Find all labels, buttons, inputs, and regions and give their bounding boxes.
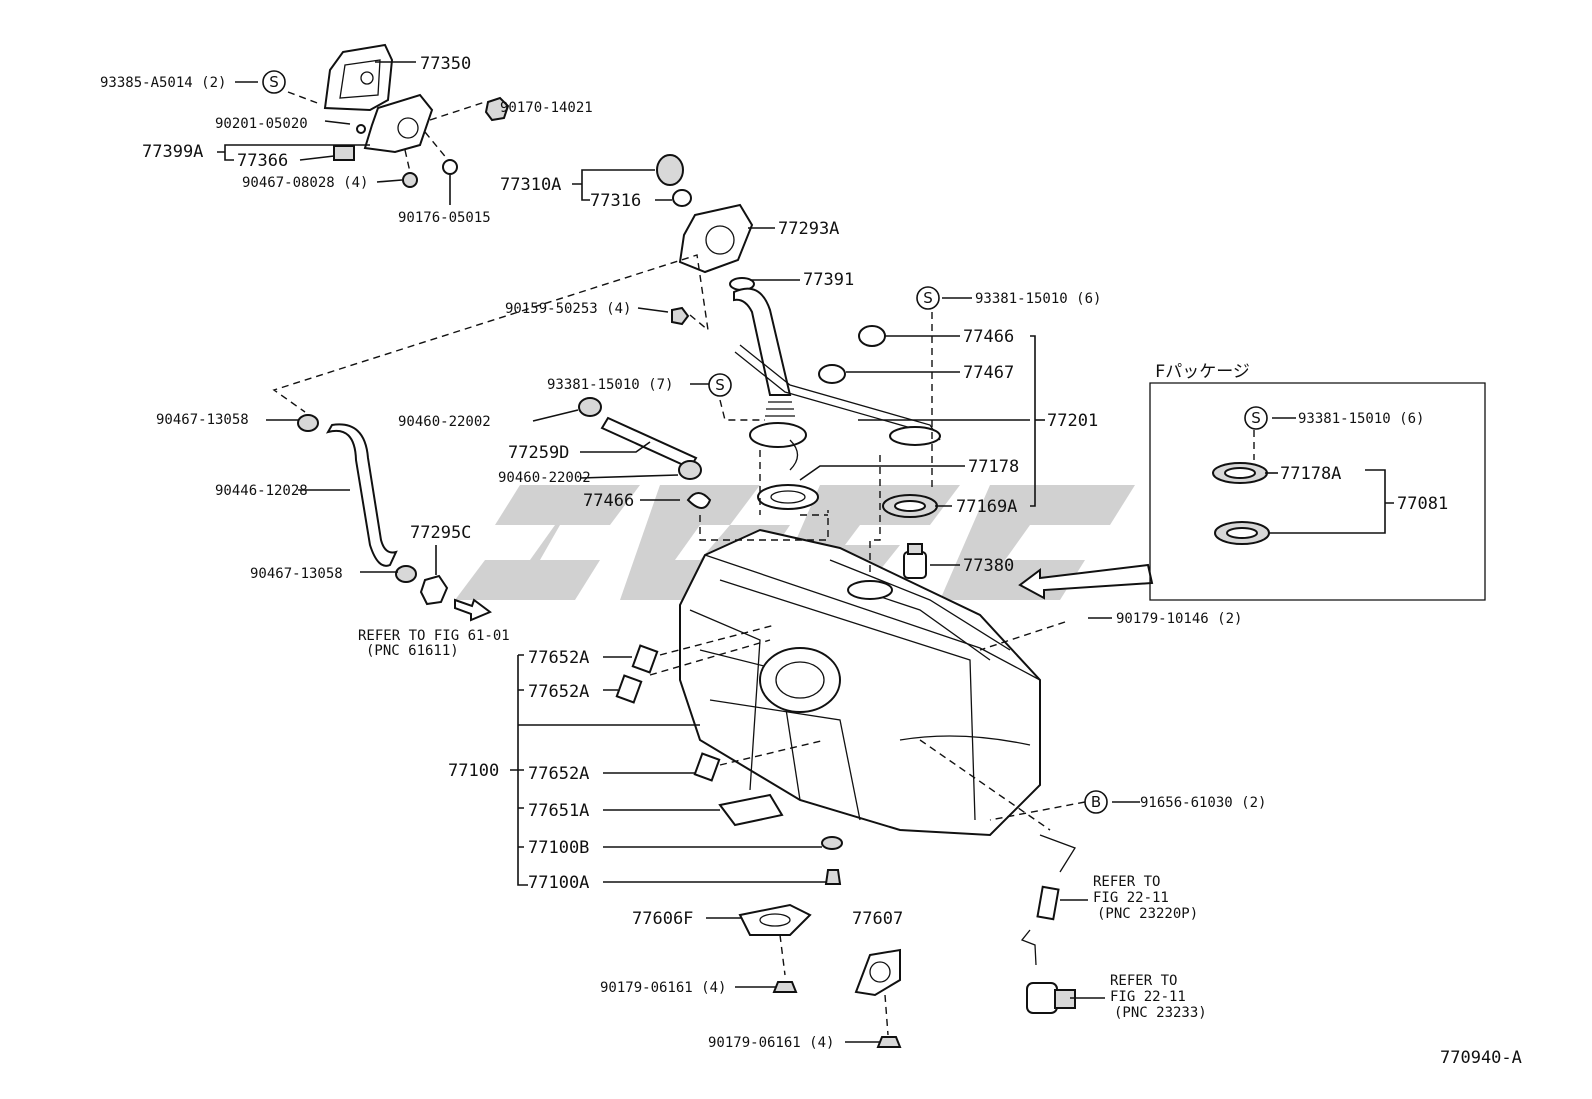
label-90201: 90201-05020 — [215, 116, 308, 132]
badge-s-2: S — [916, 286, 940, 310]
badge-s-1: S — [262, 70, 286, 94]
label-77201: 77201 — [1047, 411, 1098, 431]
label-77652A-2: 77652A — [528, 682, 589, 702]
grommets-77466-77467 — [686, 325, 886, 509]
package-parts — [1212, 462, 1270, 545]
tank-pads-77652A — [615, 644, 843, 885]
label-90170: 90170-14021 — [500, 100, 593, 116]
badge-b: B — [1084, 790, 1108, 814]
label-77293A: 77293A — [778, 219, 839, 239]
leader-lines — [217, 61, 1486, 1043]
label-90179-06161-b: 90179-06161 (4) — [708, 1035, 834, 1051]
label-90460-a: 90460-22002 — [398, 414, 491, 430]
figure-code: 770940-A — [1440, 1048, 1522, 1068]
label-77310A: 77310A — [500, 175, 561, 195]
label-77259D: 77259D — [508, 443, 569, 463]
label-93381-mid: 93381-15010 (7) — [547, 377, 673, 393]
label-90176: 90176-05015 — [398, 210, 491, 226]
label-90467-13058-low: 90467-13058 — [250, 566, 343, 582]
label-77391: 77391 — [803, 270, 854, 290]
refer-2-line2: FIG 22-11 — [1093, 890, 1169, 906]
vent-hose-77259D — [578, 397, 702, 480]
label-77366: 77366 — [237, 151, 288, 171]
label-93381-pkg: 93381-15010 (6) — [1298, 411, 1424, 427]
badge-s-3: S — [708, 373, 732, 397]
label-77295C: 77295C — [410, 523, 471, 543]
refer-3-line1: REFER TO — [1110, 973, 1177, 989]
label-90467-13058-top: 90467-13058 — [156, 412, 249, 428]
label-77100: 77100 — [448, 761, 499, 781]
label-93381-top: 93381-15010 (6) — [975, 291, 1101, 307]
refer-3-line2: FIG 22-11 — [1110, 989, 1186, 1005]
label-90179-06161-a: 90179-06161 (4) — [600, 980, 726, 996]
svg-text:B: B — [1091, 793, 1101, 811]
label-77169A: 77169A — [956, 497, 1017, 517]
label-77606F: 77606F — [632, 909, 693, 929]
label-77607: 77607 — [852, 909, 903, 929]
label-77652A-1: 77652A — [528, 648, 589, 668]
label-90159: 90159-50253 (4) — [505, 301, 631, 317]
part-labels: 93385-A5014 (2) 77350 90201-05020 90170-… — [100, 54, 1522, 1068]
label-77178A: 77178A — [1280, 464, 1341, 484]
refer-2-line3: (PNC 23220P) — [1097, 906, 1198, 922]
label-93385: 93385-A5014 (2) — [100, 75, 226, 91]
label-77100B: 77100B — [528, 838, 589, 858]
label-77399A: 77399A — [142, 142, 203, 162]
refer-1-line2: (PNC 61611) — [366, 643, 459, 659]
label-77380: 77380 — [963, 556, 1014, 576]
label-77350: 77350 — [420, 54, 471, 74]
label-77100A: 77100A — [528, 873, 589, 893]
label-77651A: 77651A — [528, 801, 589, 821]
label-77081: 77081 — [1397, 494, 1448, 514]
label-77178: 77178 — [968, 457, 1019, 477]
label-77467: 77467 — [963, 363, 1014, 383]
fuel-lid-77350 — [323, 43, 394, 112]
lower-plates-77606F-77607 — [738, 903, 902, 1048]
fuel-cap-77310A — [656, 154, 692, 207]
fuel-tank-77100 — [679, 528, 1041, 837]
refer-2-line1: REFER TO — [1093, 874, 1160, 890]
label-90460-b: 90460-22002 — [498, 470, 591, 486]
label-90467-08028: 90467-08028 (4) — [242, 175, 368, 191]
label-90179-10146: 90179-10146 (2) — [1116, 611, 1242, 627]
filler-neck-plate-77293A — [671, 203, 755, 326]
label-77652A-3: 77652A — [528, 764, 589, 784]
svg-text:S: S — [269, 73, 279, 91]
filler-pipe-77201 — [733, 287, 941, 471]
label-77316: 77316 — [590, 191, 641, 211]
svg-text:S: S — [1251, 409, 1261, 427]
label-90446: 90446-12028 — [215, 483, 308, 499]
badge-s-4: S — [1244, 406, 1268, 430]
label-77466-mid: 77466 — [583, 491, 634, 511]
sender-77380 — [903, 543, 927, 579]
package-title: Fパッケージ — [1155, 362, 1250, 382]
lid-hinge-77399A — [333, 93, 510, 188]
gaskets-77178-77169A — [757, 484, 938, 518]
label-77466-top: 77466 — [963, 327, 1014, 347]
svg-text:S: S — [715, 376, 725, 394]
breather-hose-90446 — [297, 414, 449, 606]
direction-arrows — [454, 563, 1154, 622]
refer-3-line3: (PNC 23233) — [1114, 1005, 1207, 1021]
svg-text:S: S — [923, 289, 933, 307]
fuel-pump-parts — [1020, 834, 1076, 1014]
refer-1-line1: REFER TO FIG 61-01 — [358, 628, 510, 644]
label-91656: 91656-61030 (2) — [1140, 795, 1266, 811]
